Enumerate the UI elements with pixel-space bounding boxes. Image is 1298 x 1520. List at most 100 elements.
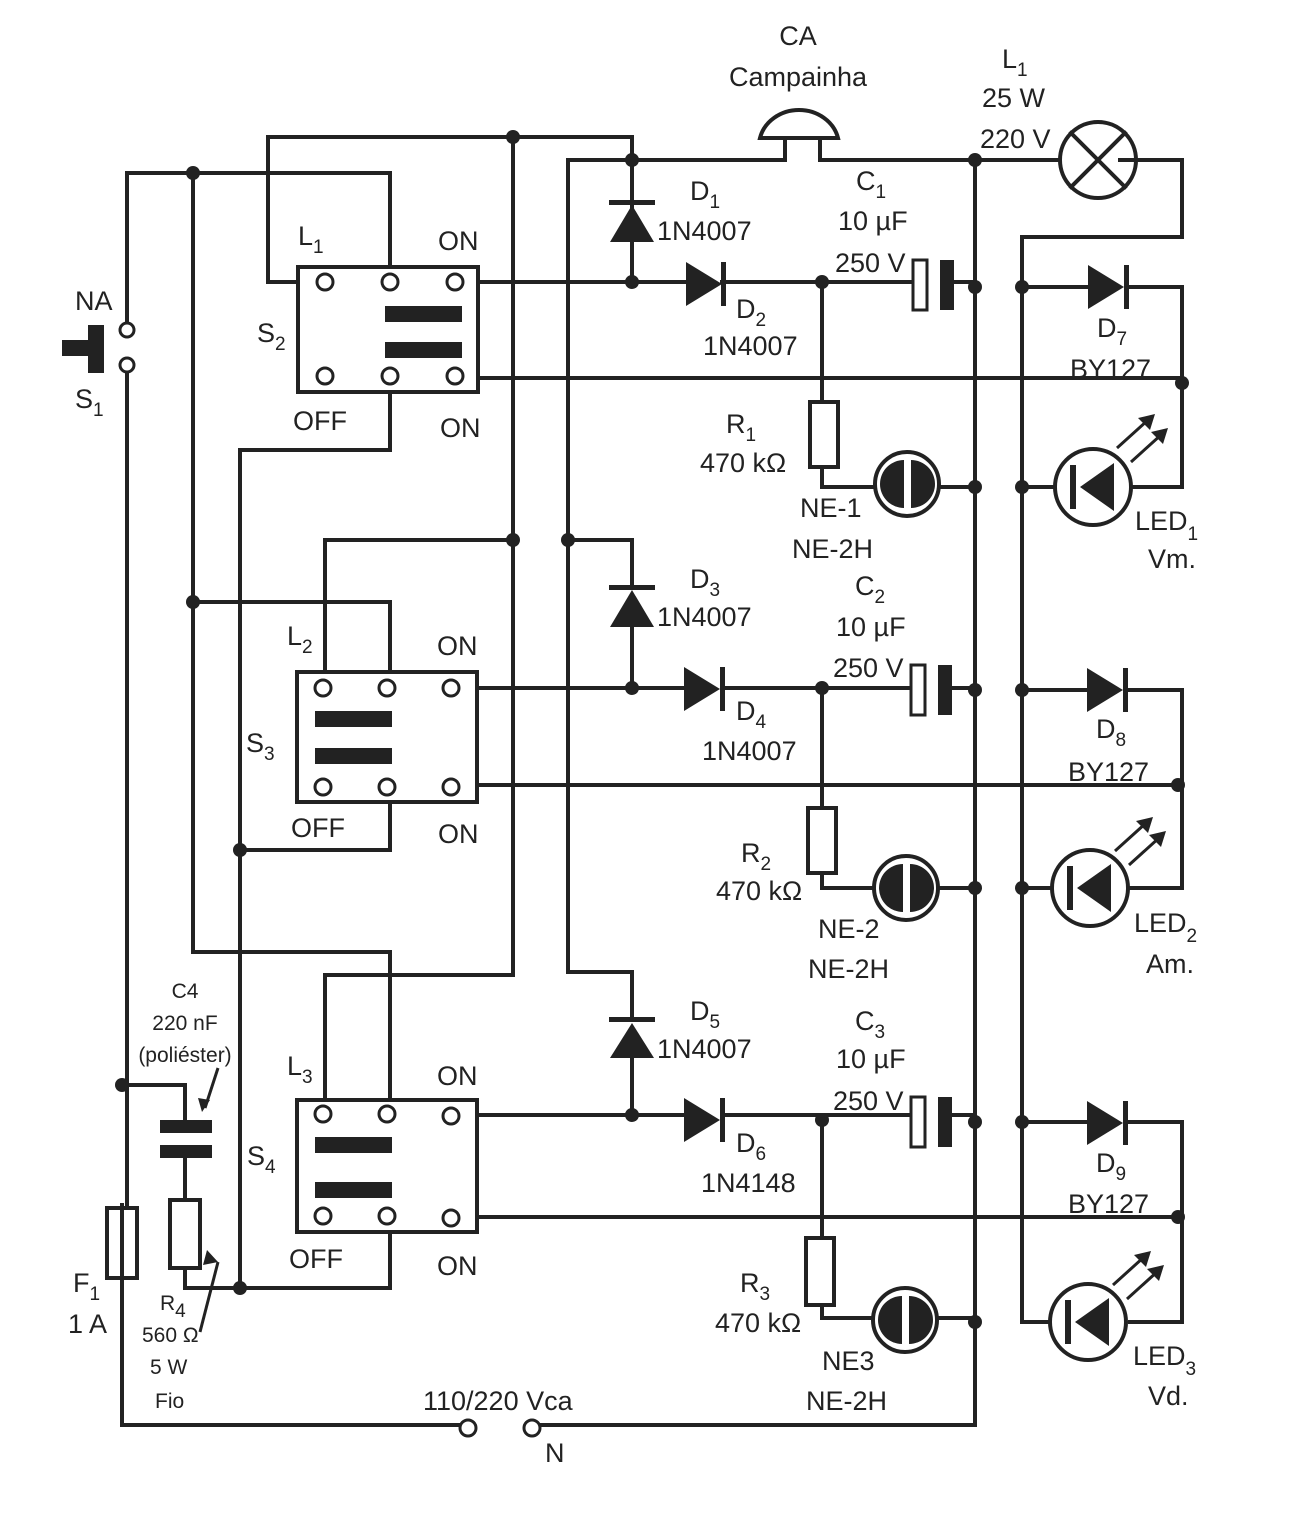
push-button-s1[interactable]: NA S1	[62, 286, 136, 421]
terminal	[380, 366, 400, 386]
capacitor-minus-plate	[938, 1097, 952, 1147]
capacitor-voltage: 250 V	[833, 1086, 904, 1116]
diode-sub: 1	[710, 192, 721, 213]
capacitor-ref: C	[855, 571, 875, 601]
mains-terminal-neutral	[522, 1418, 542, 1438]
junction-dot	[1015, 881, 1029, 895]
junction-dot	[1171, 1210, 1185, 1224]
arrow-head	[1134, 1251, 1151, 1267]
push-button-type: NA	[75, 286, 113, 316]
diode-part: 1N4148	[701, 1168, 796, 1198]
wire-d8	[1020, 688, 1184, 890]
switch-ref: S	[247, 1141, 265, 1171]
wire-right-975	[528, 158, 977, 1427]
switch-contact-bar	[315, 748, 392, 764]
c4-ref: C4	[172, 980, 199, 1003]
r4-power: 5 W	[150, 1356, 188, 1379]
led-color: Vd.	[1148, 1381, 1189, 1411]
led-ref: LED	[1133, 1341, 1186, 1371]
terminal	[118, 321, 136, 339]
resistor-r1: R1 470 kΩ	[700, 400, 840, 478]
junction-dot	[1175, 376, 1189, 390]
switch-label-off: OFF	[291, 813, 345, 843]
junction-dot	[968, 881, 982, 895]
terminal	[377, 1206, 397, 1226]
diode-d1: D1 1N4007	[609, 176, 752, 246]
bell-ca: CA Campainha	[729, 21, 868, 140]
arrow-head	[1149, 831, 1166, 847]
svg-text:S3: S3	[246, 728, 275, 765]
terminal	[441, 1106, 461, 1126]
terminal	[313, 1206, 333, 1226]
resistor-sub: 1	[746, 425, 757, 446]
junction-dot	[625, 275, 639, 289]
junction-dot	[115, 1078, 129, 1092]
svg-text:L2: L2	[287, 621, 313, 658]
diode-sub: 3	[710, 580, 721, 601]
diode-sub: 2	[756, 310, 767, 331]
neon-electrode	[878, 1296, 902, 1344]
capacitor-voltage: 250 V	[835, 248, 906, 278]
led-1: LED1 Vm.	[1053, 414, 1198, 574]
junction-dot	[815, 681, 829, 695]
neon-part: NE-2H	[792, 534, 873, 564]
fuse-rating: 1 A	[68, 1309, 107, 1339]
junctions	[115, 130, 1189, 1329]
r4-sub: 4	[175, 1301, 186, 1322]
terminal	[377, 678, 397, 698]
mains-voltage: 110/220 Vca	[423, 1386, 574, 1416]
wire-top-l1	[266, 135, 634, 284]
wire-s3-out-top	[453, 623, 977, 690]
resistor-icon	[808, 400, 840, 469]
r4-ref: R	[160, 1292, 175, 1315]
junction-dot	[625, 681, 639, 695]
neon-part: NE-2H	[806, 1386, 887, 1416]
wire-s3-top2	[191, 600, 392, 690]
junction-dot	[186, 595, 200, 609]
rectifier-sub: 8	[1116, 730, 1127, 751]
switch-contact-bar	[385, 342, 462, 358]
switch-label-off: OFF	[293, 406, 347, 436]
resistor-icon	[804, 1236, 836, 1307]
terminal	[377, 777, 397, 797]
led-color: Vm.	[1148, 544, 1196, 574]
terminal	[445, 272, 465, 292]
junction-dot	[625, 153, 639, 167]
led-cathode-bar	[1065, 1300, 1071, 1344]
light-emission-arrows-icon	[1115, 418, 1164, 464]
junction-dot	[625, 1108, 639, 1122]
resistor-value: 470 kΩ	[716, 876, 802, 906]
arrow-head	[198, 1098, 210, 1112]
switch-s4[interactable]: S4 L3 ON OFF ON	[247, 1051, 479, 1281]
junction-dot	[968, 1315, 982, 1329]
capacitor-ref: C	[856, 166, 876, 196]
switch-s2[interactable]: S2 L1 ON OFF ON	[257, 221, 481, 443]
neon-lamp-ne1: NE-1 NE-2H	[792, 450, 941, 564]
junction-dot	[561, 533, 575, 547]
diode-d3: D3 1N4007	[609, 564, 752, 632]
diode-cathode-bar	[609, 200, 655, 205]
led-sub: 3	[1186, 1359, 1197, 1380]
junction-dot	[1171, 778, 1185, 792]
diode-ref: D	[736, 294, 756, 324]
terminal	[313, 678, 333, 698]
neon-ref: NE-2	[818, 914, 880, 944]
diode-part: 1N4007	[657, 1034, 752, 1064]
diode-part: 1N4007	[657, 216, 752, 246]
arrow-head	[1147, 1265, 1164, 1281]
push-button-ref: S	[75, 384, 93, 414]
rectifier-part: BY127	[1070, 354, 1151, 384]
led-ref: LED	[1135, 506, 1188, 536]
wire-s2-off	[238, 376, 392, 1292]
switch-line-ref: L	[298, 221, 313, 251]
led-triangle	[1077, 864, 1111, 912]
terminal	[377, 1104, 397, 1124]
switch-label-on-bottom: ON	[438, 819, 479, 849]
resistor-sub: 2	[761, 854, 772, 875]
diode-d2: D2 1N4007	[686, 262, 798, 361]
neon-ref: NE-1	[800, 493, 862, 523]
switch-s3[interactable]: S3 L2 ON OFF ON	[246, 621, 479, 849]
svg-text:D2: D2	[736, 294, 766, 331]
pointer-arrow-icon	[198, 1261, 220, 1333]
led-cathode-bar	[1070, 465, 1076, 509]
